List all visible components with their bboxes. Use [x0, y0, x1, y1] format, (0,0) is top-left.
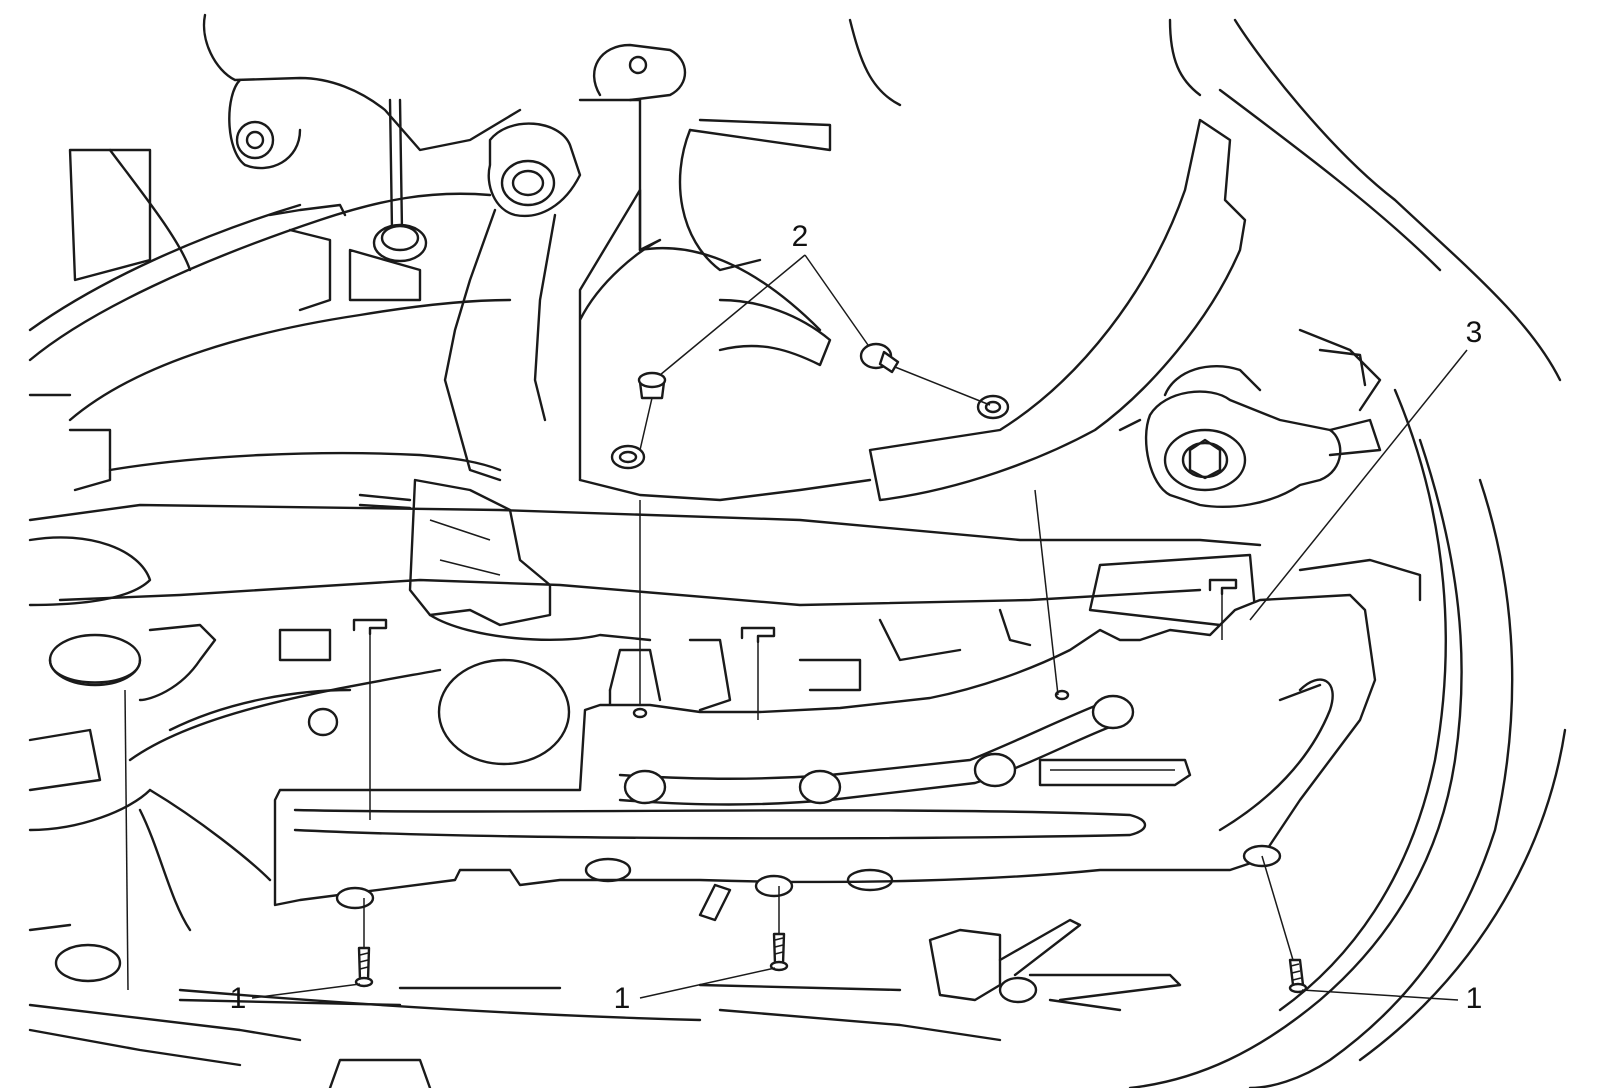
callout-3: 3	[1466, 316, 1483, 349]
callout-1-center: 1	[614, 982, 631, 1015]
bolt-right	[1288, 958, 1308, 994]
callout-leaders	[251, 254, 1468, 1001]
lower-left-linework	[28, 623, 442, 1088]
bolt-left	[354, 946, 374, 988]
lower-right-linework	[178, 918, 1182, 1042]
retainer-right	[1208, 578, 1238, 596]
retainer-left	[352, 618, 388, 636]
callout-2: 2	[792, 220, 809, 253]
fasteners	[352, 342, 1308, 994]
upper-suspension-linework	[28, 13, 832, 492]
center-detail-linework	[428, 608, 1032, 766]
crossmember	[28, 478, 1422, 627]
retainer-center	[740, 626, 776, 644]
push-clip-left	[637, 371, 667, 400]
alignment-lines	[124, 366, 1294, 991]
callout-1-right: 1	[1466, 982, 1483, 1015]
bolt-center	[769, 932, 789, 972]
callout-1-left: 1	[230, 982, 247, 1015]
push-clip-right	[859, 342, 900, 374]
underbody-shield	[273, 593, 1377, 922]
right-side-linework	[1118, 18, 1567, 1088]
wheel-well-shield	[578, 18, 1247, 502]
